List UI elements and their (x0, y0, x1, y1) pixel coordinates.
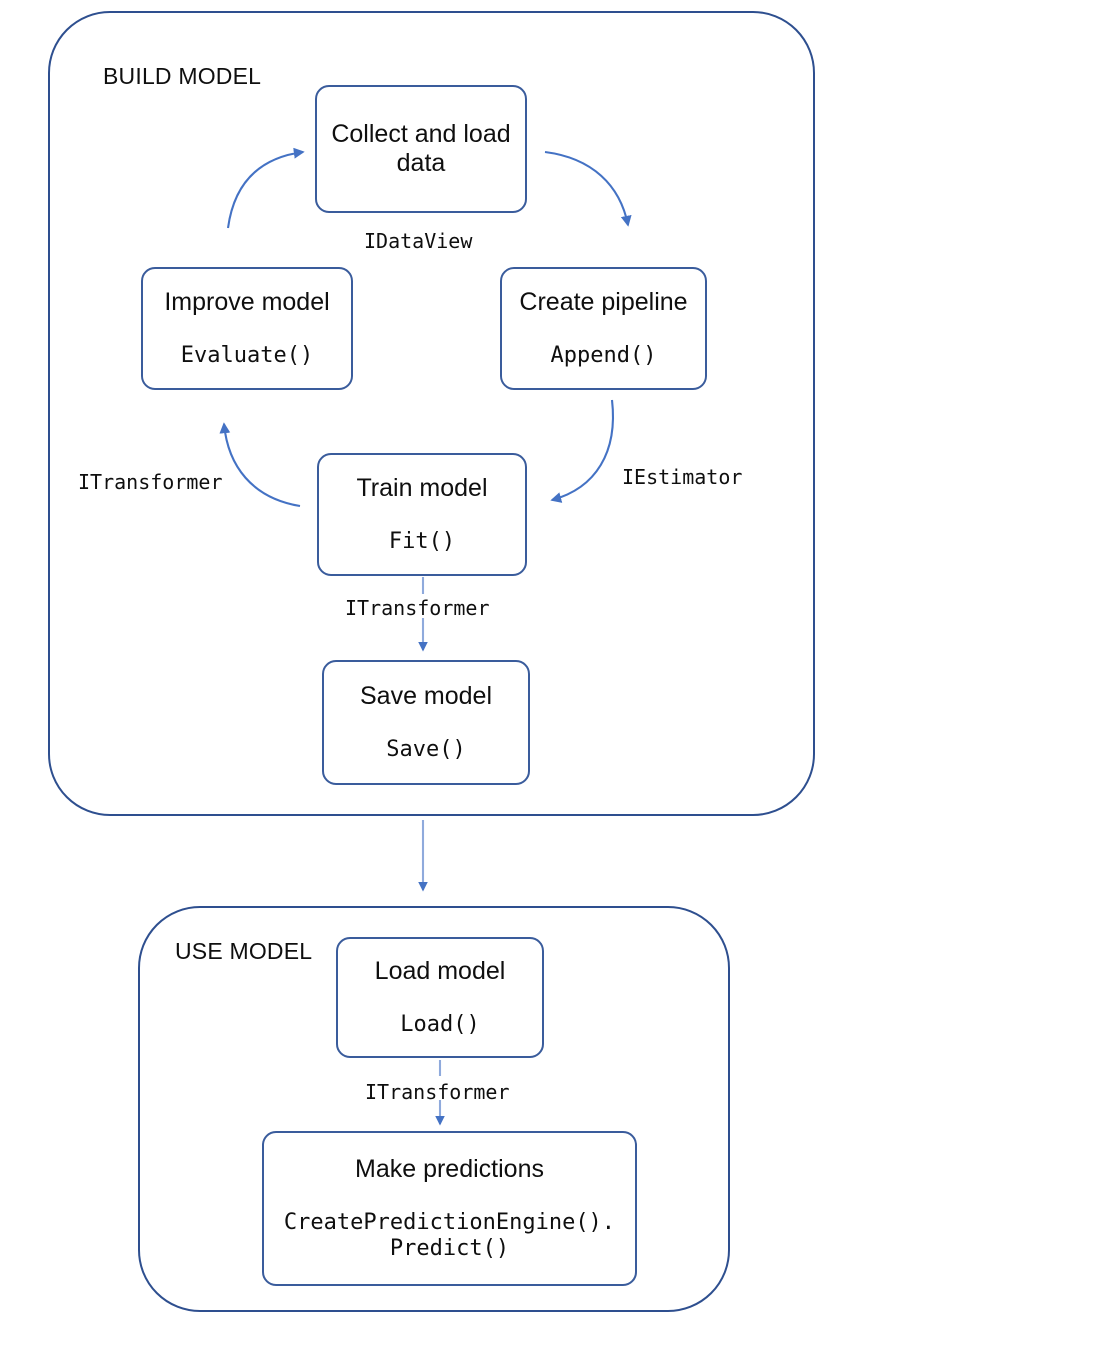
node-collect-and-load-data[interactable]: Collect and load data (315, 85, 527, 213)
build-model-group-label: BUILD MODEL (103, 63, 262, 89)
node-create-pipeline-code: Append() (550, 343, 657, 369)
node-save-model-title: Save model (359, 682, 493, 711)
edge-label-idataview: IDataView (364, 229, 473, 253)
edge-label-itransformer-train-improve: ITransformer (78, 470, 223, 494)
node-create-pipeline[interactable]: Create pipeline Append() (500, 267, 707, 390)
node-improve-model-code: Evaluate() (180, 343, 314, 369)
node-load-model[interactable]: Load model Load() (336, 937, 544, 1058)
node-improve-model-title: Improve model (164, 288, 330, 317)
node-save-model[interactable]: Save model Save() (322, 660, 530, 785)
build-model-group (48, 11, 815, 816)
node-load-model-title: Load model (374, 957, 506, 986)
node-make-predictions-code: CreatePredictionEngine(). Predict() (283, 1210, 616, 1261)
node-improve-model[interactable]: Improve model Evaluate() (141, 267, 353, 390)
use-model-group-label: USE MODEL (175, 938, 313, 964)
use-model-group (138, 906, 730, 1312)
node-train-model-code: Fit() (388, 529, 456, 555)
node-load-model-code: Load() (400, 1012, 480, 1038)
edge-label-itransformer-load-predict: ITransformer (365, 1080, 510, 1104)
node-save-model-code: Save() (386, 737, 466, 763)
node-collect-and-load-data-title: Collect and load data (331, 120, 511, 177)
node-make-predictions[interactable]: Make predictions CreatePredictionEngine(… (262, 1131, 637, 1286)
node-train-model-title: Train model (356, 474, 488, 503)
edge-label-itransformer-train-save: ITransformer (345, 596, 490, 620)
node-train-model[interactable]: Train model Fit() (317, 453, 527, 576)
edge-label-iestimator: IEstimator (622, 465, 743, 489)
node-create-pipeline-title: Create pipeline (519, 288, 688, 317)
node-make-predictions-title: Make predictions (355, 1155, 544, 1184)
